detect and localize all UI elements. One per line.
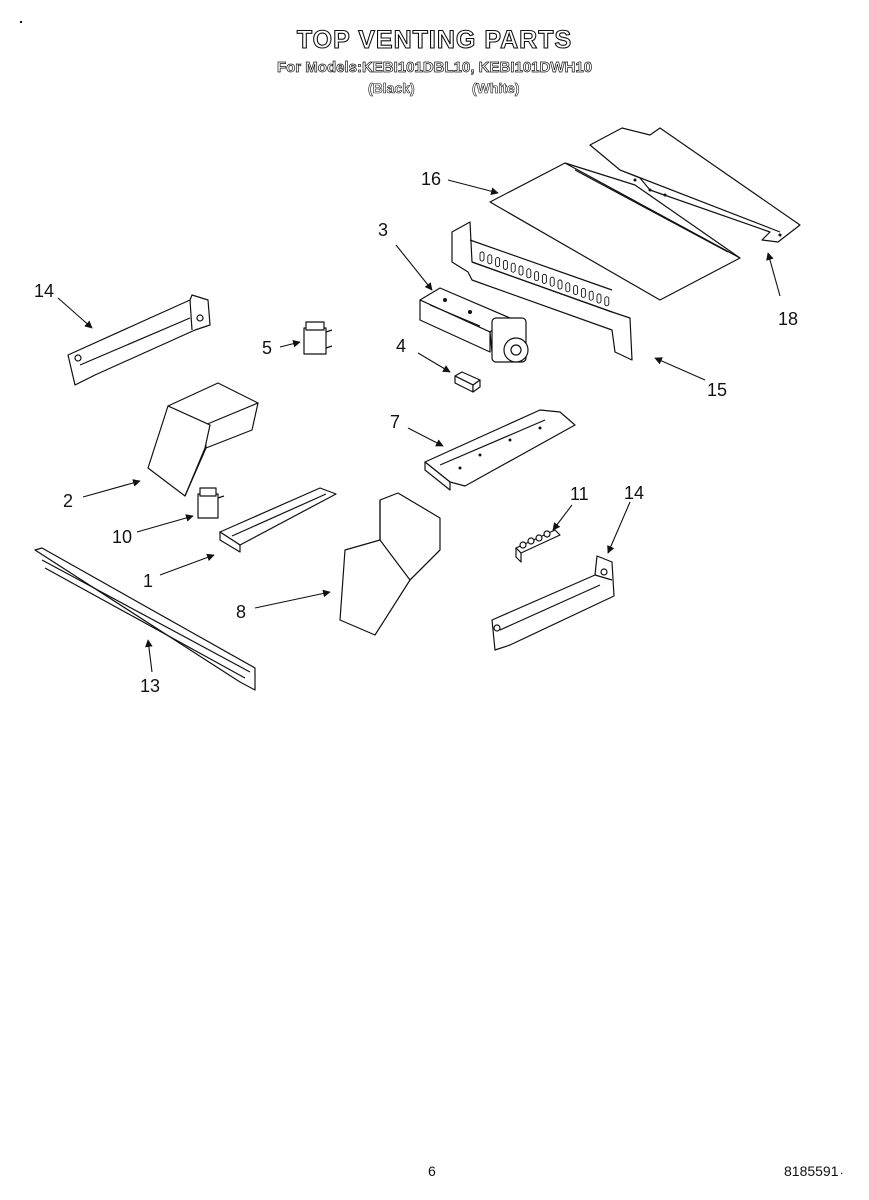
part-15-vent-bracket (451, 221, 633, 361)
callout-14-right: 14 (624, 483, 644, 503)
vent-slot (502, 259, 508, 270)
vent-slot (479, 251, 485, 262)
callout-labels: 16 3 14 5 4 18 15 7 2 10 11 14 1 8 13 (34, 169, 798, 696)
callout-3: 3 (378, 220, 388, 240)
part-5-switch (303, 321, 333, 355)
callout-11: 11 (570, 484, 589, 504)
vent-slot (604, 296, 610, 307)
part-7-mounting-plate (424, 409, 576, 491)
document-number: 8185591 (784, 1163, 839, 1179)
vent-slot (510, 262, 516, 273)
callout-8: 8 (236, 602, 246, 622)
color-label-black: (Black) (368, 80, 415, 97)
callout-13: 13 (140, 676, 160, 696)
part-14-side-bracket-left (67, 294, 211, 386)
vent-slot (557, 279, 563, 290)
vent-slot (588, 290, 594, 301)
vent-slot (580, 287, 586, 298)
part-11-terminal-block (515, 529, 561, 563)
vent-slot (518, 265, 524, 276)
callout-2: 2 (63, 491, 73, 511)
part-16-duct-plate (489, 162, 741, 301)
part-10-switch (197, 487, 225, 519)
part-2-air-duct (147, 382, 259, 497)
page-title: TOP VENTING PARTS (296, 25, 573, 54)
corner-mark (20, 21, 22, 23)
leader-lines (57, 179, 781, 673)
part-4-connector (454, 371, 481, 393)
page-number: 6 (428, 1163, 436, 1179)
callout-10: 10 (112, 527, 132, 547)
callout-4: 4 (396, 336, 406, 356)
period-mark: . (840, 1163, 844, 1177)
callout-15: 15 (707, 380, 727, 400)
part-8-duct (339, 492, 441, 636)
vent-slot (549, 276, 555, 287)
models-line: For Models:KEBI101DBL10, KEBI101DWH10 (276, 59, 593, 77)
callout-14-left: 14 (34, 281, 54, 301)
callout-18: 18 (778, 309, 798, 329)
callout-1: 1 (143, 571, 153, 591)
callout-5: 5 (262, 338, 272, 358)
color-label-white: (White) (472, 80, 520, 97)
part-3-blower-assembly (419, 287, 529, 363)
part-14-side-bracket-right (491, 555, 615, 651)
vent-slot (541, 273, 547, 284)
vent-slot (573, 285, 579, 296)
part-13-rail (34, 547, 256, 691)
vent-slot (565, 282, 571, 293)
vent-slot (596, 293, 602, 304)
vent-slot (526, 268, 532, 279)
callout-7: 7 (390, 412, 400, 432)
part-18-top-panel (589, 127, 801, 243)
callout-16: 16 (421, 169, 441, 189)
vent-slot (495, 257, 501, 268)
vent-slot (534, 271, 540, 282)
part-1-channel (219, 487, 337, 553)
vent-slot (487, 254, 493, 265)
